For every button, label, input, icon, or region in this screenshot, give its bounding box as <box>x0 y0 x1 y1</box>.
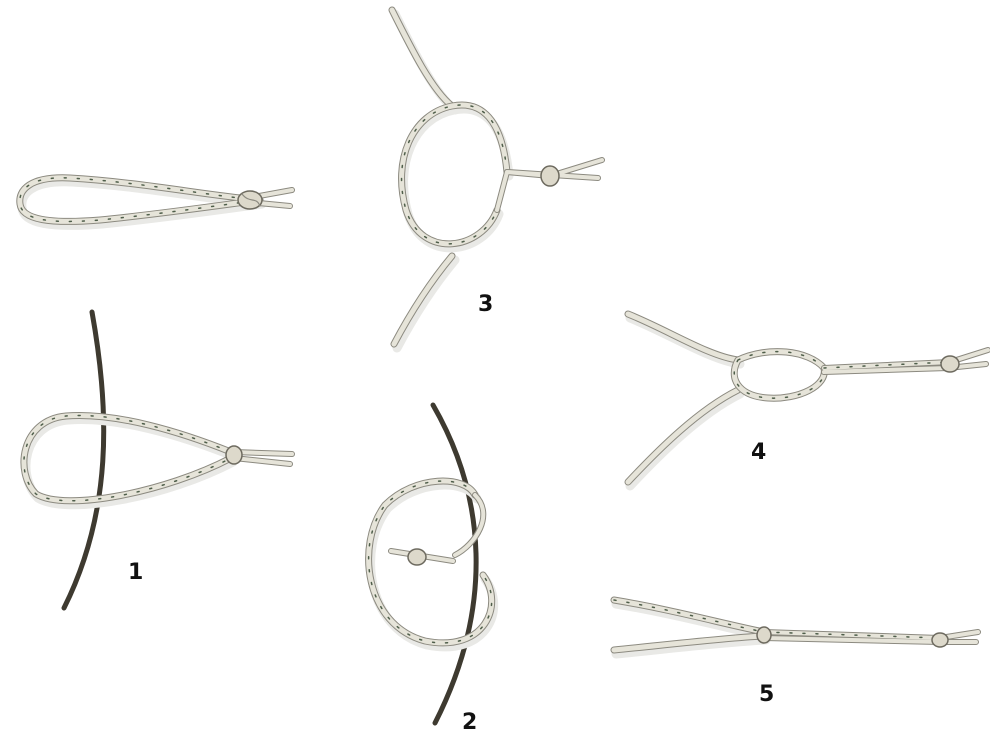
panel-step-2 <box>355 405 505 723</box>
panel-loop <box>10 160 300 240</box>
step-label-1: 1 <box>128 560 143 585</box>
step-label-3: 3 <box>478 292 493 317</box>
loop-rope-illustration <box>10 160 300 240</box>
step-2-rope-illustration <box>355 405 505 723</box>
step-label-2: 2 <box>462 710 477 735</box>
panel-step-1 <box>6 312 306 608</box>
step-4-rope-illustration <box>628 290 990 488</box>
step-5-rope-illustration <box>614 588 986 664</box>
step-label-4: 4 <box>751 440 766 465</box>
panel-step-4 <box>628 290 990 488</box>
step-label-5: 5 <box>759 682 774 707</box>
step-1-rope-illustration <box>6 312 306 608</box>
panel-step-5 <box>614 588 986 664</box>
